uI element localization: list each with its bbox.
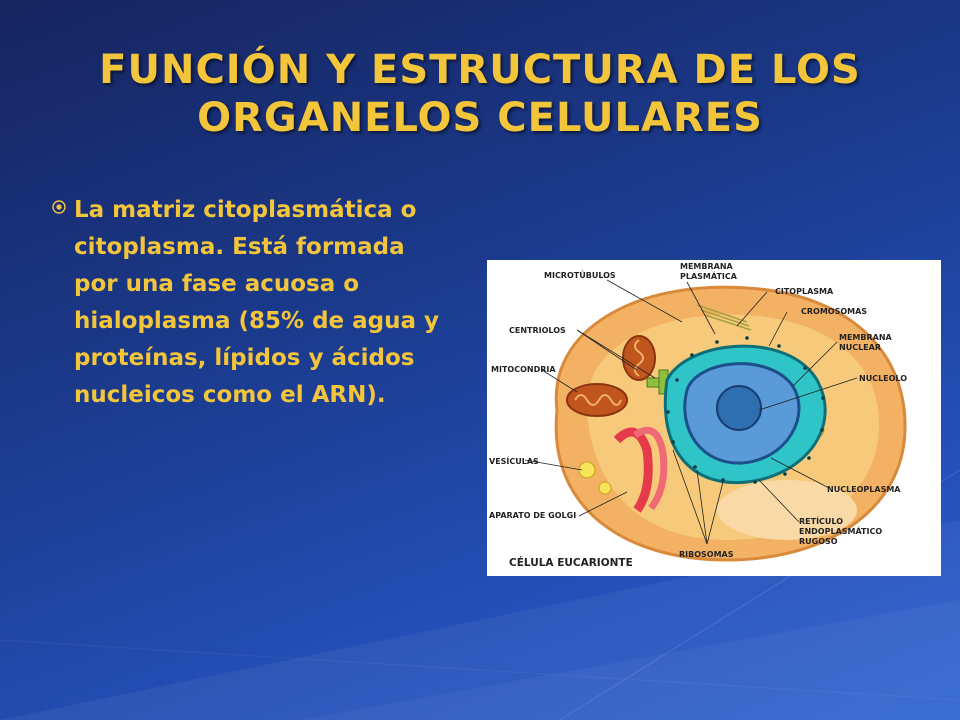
figure-caption: CÉLULA EUCARIONTE (509, 556, 633, 569)
bullet-text: La matriz citoplasmática o citoplasma. E… (74, 197, 440, 408)
label-golgi: APARATO DE GOLGI (489, 511, 576, 520)
label-vesiculas: VESÍCULAS (489, 455, 539, 466)
label-microtubulos: MICROTÚBULOS (544, 269, 616, 280)
label-reticulo-3: RUGOSO (799, 537, 838, 546)
label-reticulo-2: ENDOPLASMÁTICO (799, 525, 882, 536)
label-mitocondria: MITOCONDRIA (491, 365, 556, 374)
label-citoplasma: CITOPLASMA (775, 287, 834, 296)
bullet-icon (52, 200, 66, 214)
bullet-item: La matriz citoplasmática o citoplasma. E… (52, 192, 452, 414)
label-nucleoplasma: NUCLEOPLASMA (827, 485, 901, 494)
label-membrana-2: PLASMÁTICA (680, 270, 738, 281)
label-nucleolo: NUCLEOLO (859, 374, 907, 383)
label-membrana-nuclear-2: NUCLEAR (839, 343, 881, 352)
eukaryotic-cell-illustration: MICROTÚBULOS MEMBRANA PLASMÁTICA CITOPLA… (489, 262, 907, 569)
label-membrana-1: MEMBRANA (680, 262, 734, 271)
label-reticulo-1: RETÍCULO (799, 515, 843, 526)
label-membrana-nuclear-1: MEMBRANA (839, 333, 893, 342)
label-centriolos: CENTRIOLOS (509, 326, 566, 335)
slide-title: FUNCIÓN Y ESTRUCTURA DE LOS ORGANELOS CE… (99, 47, 861, 141)
cell-diagram: MICROTÚBULOS MEMBRANA PLASMÁTICA CITOPLA… (487, 260, 941, 576)
label-ribosomas: RIBOSOMAS (679, 550, 734, 559)
label-cromosomas: CROMOSOMAS (801, 307, 867, 316)
